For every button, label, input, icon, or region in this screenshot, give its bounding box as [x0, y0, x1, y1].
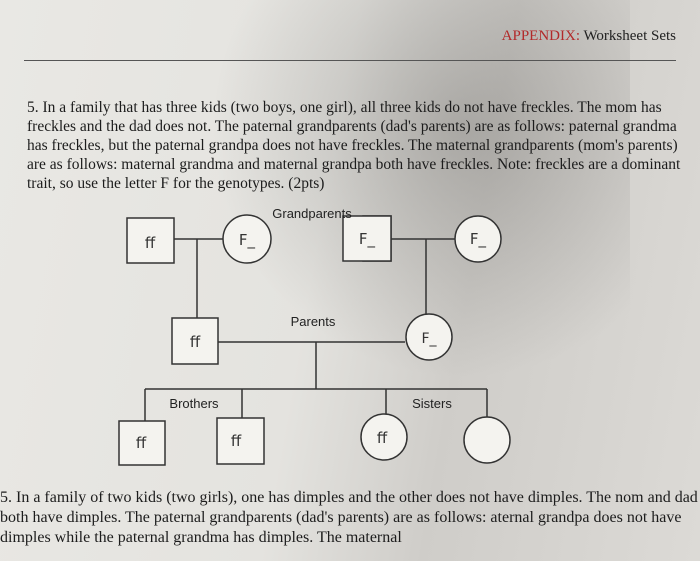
maternal-grandma-circle	[454, 215, 502, 263]
paternal-grandma-circle	[222, 214, 272, 264]
brother-1-square	[118, 420, 166, 466]
header-title: Worksheet Sets	[583, 28, 676, 44]
sister-1-genotype: ff	[377, 429, 388, 447]
brother-2-square	[216, 417, 265, 465]
label-grandparents: Grandparents	[272, 206, 352, 221]
label-sisters: Sisters	[412, 396, 452, 411]
header-divider	[24, 60, 676, 61]
mother-circle	[405, 313, 453, 361]
sister-2-circle	[463, 416, 511, 464]
paternal-grandpa-genotype: ff	[145, 234, 156, 252]
maternal-grandma-genotype: F_	[470, 230, 487, 249]
father-square	[171, 317, 219, 365]
question-6-text: 5. In a family of two kids (two girls), …	[0, 489, 698, 546]
maternal-grandpa-genotype: F_	[359, 230, 376, 249]
brother-1-genotype: ff	[136, 434, 147, 452]
pedigree-lines	[144, 238, 488, 421]
label-brothers: Brothers	[169, 396, 219, 411]
father-genotype: ff	[190, 333, 201, 351]
label-parents: Parents	[291, 314, 336, 329]
header-section: APPENDIX:	[501, 28, 580, 44]
page-header: APPENDIX: Worksheet Sets	[502, 28, 676, 45]
mother-genotype: F_	[421, 331, 437, 347]
question-5-text: 5. In a family that has three kids (two …	[27, 99, 681, 192]
maternal-grandpa-square-outline	[342, 215, 392, 262]
paternal-grandpa-square	[126, 217, 175, 264]
paternal-grandma-genotype: F_	[239, 231, 256, 250]
brother-2-genotype: ff	[231, 432, 242, 450]
sister-1-circle	[360, 413, 408, 461]
